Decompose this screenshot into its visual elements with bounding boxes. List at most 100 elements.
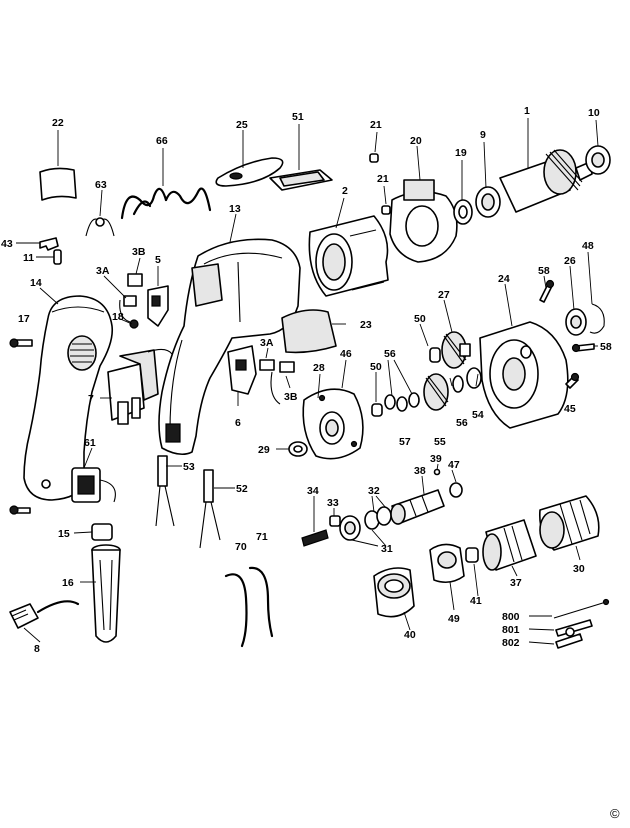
part-14-rear-handle: [23, 295, 114, 501]
part-71-wire: [248, 566, 274, 638]
label-24: 24: [498, 273, 510, 285]
part-34-spring: [301, 529, 329, 547]
part-1-armature: [499, 149, 593, 213]
label-16: 16: [62, 577, 74, 589]
part-20-brush-ring: [389, 179, 458, 263]
part-56-washer-right: [452, 375, 464, 393]
part-3a-brush-left: [119, 295, 137, 323]
label-37: 37: [510, 577, 522, 589]
part-53-carbon-brush: [155, 455, 175, 527]
label-50-upper: 50: [414, 313, 426, 325]
label-14: 14: [30, 277, 42, 289]
part-21-pin-lower: [381, 205, 391, 215]
copyright-mark: ©: [610, 806, 620, 821]
label-25: 25: [236, 119, 248, 131]
label-52: 52: [236, 483, 248, 495]
part-51-nameplate: [269, 169, 333, 191]
part-801-bit-holder: [555, 619, 593, 637]
label-29: 29: [258, 444, 270, 456]
label-71: 71: [256, 531, 268, 543]
label-19: 19: [455, 147, 467, 159]
label-45: 45: [564, 403, 576, 415]
label-56-lower: 56: [456, 417, 468, 429]
label-56-upper: 56: [384, 348, 396, 360]
label-38: 38: [414, 465, 426, 477]
part-56-washers-left: [384, 392, 420, 412]
part-15-clamp: [91, 523, 113, 541]
part-58-screw-upper: [539, 279, 555, 303]
label-53: 53: [183, 461, 195, 473]
part-18-screw: [129, 319, 139, 329]
label-3a-right: 3A: [260, 337, 274, 349]
part-6-brush-holder: [227, 345, 257, 395]
label-48: 48: [582, 240, 594, 252]
label-47: 47: [448, 459, 460, 471]
label-39: 39: [430, 453, 442, 465]
part-48-circlip: [589, 303, 605, 334]
part-16-side-handle: [91, 544, 121, 643]
part-21-pin-upper: [369, 153, 379, 163]
label-22: 22: [52, 117, 64, 129]
label-31: 31: [381, 543, 393, 555]
label-802: 802: [502, 637, 520, 649]
label-50-lower: 50: [370, 361, 382, 373]
part-70-wire: [224, 573, 248, 648]
part-50-spacer-left: [371, 403, 383, 417]
label-27: 27: [438, 289, 450, 301]
label-3b-left: 3B: [132, 246, 146, 258]
leader-lines: [16, 118, 599, 645]
label-70: 70: [235, 541, 247, 553]
label-11: 11: [23, 252, 34, 264]
label-8: 8: [34, 643, 40, 655]
part-41-spacer: [465, 547, 479, 563]
part-2-field-stator: [308, 215, 389, 297]
label-54: 54: [472, 409, 484, 421]
part-54-bearing: [466, 367, 482, 389]
part-30-chuck: [538, 495, 600, 551]
part-55-gear: [423, 373, 449, 411]
label-23: 23: [360, 319, 372, 331]
label-51: 51: [292, 111, 304, 123]
label-1: 1: [524, 105, 530, 117]
label-26: 26: [564, 255, 576, 267]
label-7: 7: [88, 393, 94, 405]
label-28: 28: [313, 362, 325, 374]
label-10: 10: [588, 107, 600, 119]
part-27-gear: [441, 331, 471, 369]
label-20: 20: [410, 135, 422, 147]
label-21-lower: 21: [377, 173, 389, 185]
part-37-chuck-sleeve: [482, 519, 537, 571]
label-9: 9: [480, 129, 486, 141]
part-8-power-cord: [9, 600, 80, 629]
part-31-ring: [339, 515, 361, 541]
screw-handle-bottom: [9, 505, 31, 515]
label-15: 15: [58, 528, 70, 540]
label-800: 800: [502, 611, 520, 623]
label-17: 17: [18, 313, 30, 325]
part-3b-brush-right: [270, 361, 295, 405]
label-43: 43: [1, 238, 13, 250]
part-labels: 22 66 25 51 21 20 1 10 9 19 21 63 2 13 4…: [1, 105, 612, 655]
part-3a-brush-right: [259, 359, 275, 371]
label-33: 33: [327, 497, 339, 509]
part-43-clamp: [39, 237, 59, 251]
label-40: 40: [404, 629, 416, 641]
part-5-brush-holder: [147, 285, 169, 327]
part-13-motor-housing: [158, 238, 301, 456]
label-49: 49: [448, 613, 460, 625]
label-2: 2: [342, 185, 348, 197]
label-6: 6: [235, 417, 241, 429]
part-39-ball: [433, 468, 441, 476]
part-22-label-sheet: [39, 167, 77, 201]
part-40-collar: [373, 567, 415, 618]
part-26-bearing: [565, 308, 587, 336]
label-30: 30: [573, 563, 585, 575]
label-58-upper: 58: [538, 265, 550, 277]
part-49-cage: [429, 543, 465, 584]
label-21-upper: 21: [370, 119, 382, 131]
part-45-screw: [565, 372, 580, 389]
part-38-spindle: [390, 489, 445, 525]
part-24-gear-housing: [479, 321, 569, 429]
part-23-sleeve: [281, 309, 337, 354]
part-52-carbon-brush: [199, 469, 221, 549]
